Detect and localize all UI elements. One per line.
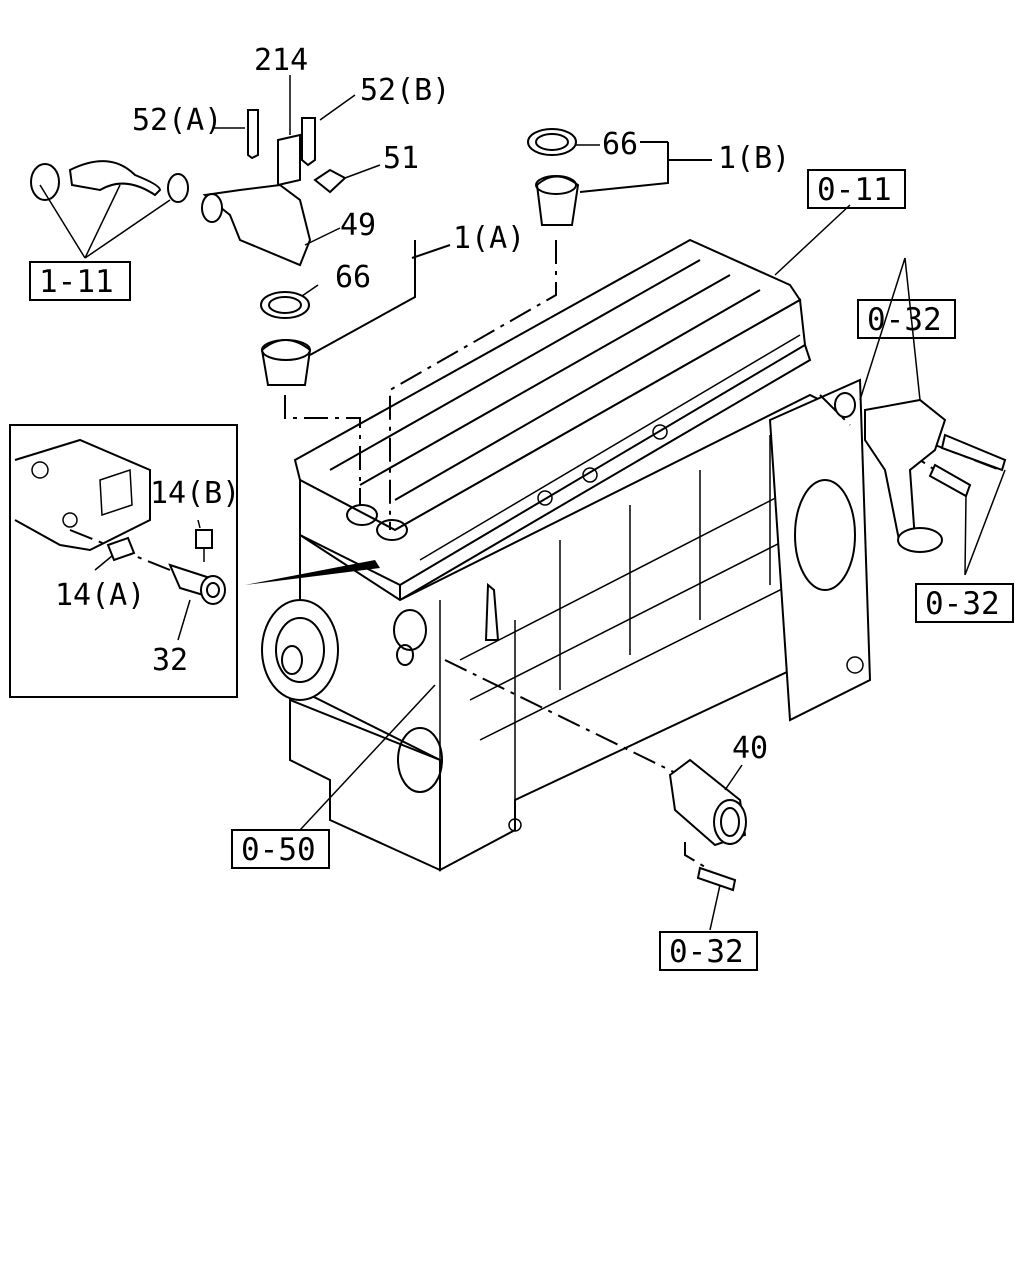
ref-box-0-50 <box>231 829 330 869</box>
ref-0-32-right: 0-32 <box>925 586 1000 622</box>
inset-pointer <box>245 560 380 585</box>
leader-0-50 <box>299 684 436 831</box>
ref-0-50: 0-50 <box>241 832 316 868</box>
bolt-bottom <box>696 866 737 892</box>
bolt-right-2 <box>928 463 972 498</box>
part-66-gasket-upper <box>527 128 577 156</box>
part-52a-bolt <box>247 109 259 160</box>
label-52b: 52(B) <box>360 73 450 108</box>
label-40: 40 <box>732 731 768 766</box>
ref-box-0-32-top <box>857 299 956 339</box>
label-1b: 1(B) <box>718 141 790 176</box>
label-32: 32 <box>152 643 188 678</box>
ref-box-0-11 <box>807 169 906 209</box>
o-ring <box>834 392 856 418</box>
part-52b-bolt <box>301 117 316 167</box>
ref-0-32-top: 0-32 <box>867 302 942 338</box>
part-214-bracket <box>277 133 301 187</box>
label-1a: 1(A) <box>453 221 525 256</box>
label-66-lower: 66 <box>335 260 371 295</box>
ref-box-0-32-bottom <box>659 931 758 971</box>
ref-1-11: 1-11 <box>39 264 114 300</box>
label-49: 49 <box>340 208 376 243</box>
ref-box-0-32-right <box>915 583 1014 623</box>
label-66-upper: 66 <box>602 127 638 162</box>
label-52a: 52(A) <box>132 103 222 138</box>
bolt-right-1 <box>940 433 1007 472</box>
label-14a: 14(A) <box>55 578 145 613</box>
ref-box-1-11 <box>29 261 131 301</box>
label-214: 214 <box>254 43 308 78</box>
ref-0-32-bottom: 0-32 <box>669 934 744 970</box>
part-1b-thermostat <box>535 175 580 226</box>
ref-0-11: 0-11 <box>817 172 892 208</box>
part-49-housing <box>202 183 312 267</box>
engine-block <box>261 238 872 872</box>
pipe-40-group <box>668 758 747 931</box>
label-14b: 14(B) <box>150 476 240 511</box>
inset-detail <box>9 424 238 698</box>
part-1a-thermostat <box>260 339 312 386</box>
water-outlet-group <box>834 257 1007 576</box>
label-51: 51 <box>383 141 419 176</box>
part-66-gasket-lower <box>260 291 310 319</box>
water-outlet-pipe <box>864 398 947 547</box>
hose <box>68 160 162 197</box>
part-14a <box>106 536 136 562</box>
hose-clamp-right <box>167 173 189 203</box>
leader-0-11 <box>774 204 851 276</box>
part-14b <box>195 529 213 549</box>
hose-clamp-left <box>30 163 60 201</box>
thermostat-housing-group <box>30 75 712 386</box>
part-51-sensor <box>313 168 347 194</box>
